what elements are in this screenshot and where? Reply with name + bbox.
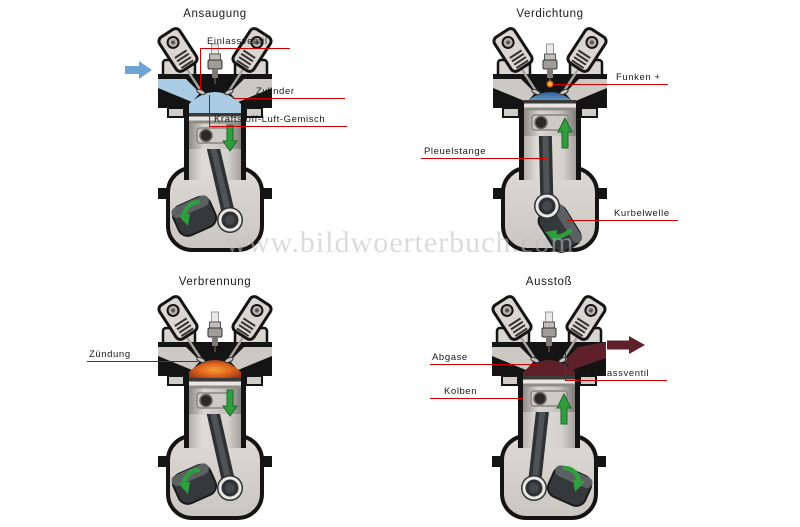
leader-line [565, 380, 667, 381]
exhaust-port [230, 79, 272, 102]
stroke-title-verbrennung: Verbrennung [178, 276, 252, 288]
leader-line [209, 95, 210, 127]
connecting-rod [527, 390, 551, 495]
intake-flow-arrow-icon [125, 61, 152, 79]
crank-rotation-arrow [178, 199, 201, 226]
leader-line [553, 84, 668, 85]
label-funken: Funken + [616, 72, 661, 83]
leader-line [233, 98, 345, 99]
leader-line [565, 352, 566, 381]
piston-motion-arrow-up [557, 116, 573, 149]
intake-port [493, 79, 535, 102]
label-zuendung: Zündung [89, 349, 131, 360]
spark-plug-icon [207, 43, 223, 84]
piston-motion-arrow-down [222, 389, 238, 417]
leader-line [430, 364, 537, 365]
stroke-title-ansaugung: Ansaugung [183, 8, 247, 20]
exhaust-flow-arrow-icon [607, 336, 645, 354]
crank-rotation-arrow [178, 467, 201, 494]
label-kraftstoff-luft-gemisch: Kraftstoff-Luft-Gemisch [214, 114, 326, 125]
leader-line [421, 158, 547, 159]
label-einlassventil: Einlassventil [207, 36, 268, 47]
leader-line [209, 126, 347, 127]
valve-assembly-right [565, 295, 607, 341]
valve-assembly-right [231, 295, 273, 341]
valve-assembly-left [492, 27, 534, 73]
leader-line [200, 48, 201, 90]
label-auslassventil: Auslassventil [586, 368, 650, 379]
exhaust-valve [224, 356, 234, 364]
combustion-flame [189, 360, 241, 378]
leader-line [200, 48, 290, 49]
intake-valve [196, 88, 206, 96]
crankshaft-big-end [217, 207, 243, 233]
engine-ansaugung [157, 27, 273, 252]
crankcase [492, 434, 606, 520]
label-kurbelwelle: Kurbelwelle [614, 208, 670, 219]
watermark-text: www.bildwoerterbuch.com [225, 226, 575, 259]
crank-rotation-arrow [545, 228, 573, 242]
crankshaft-big-end [521, 475, 547, 501]
exhaust-valve [224, 88, 234, 96]
piston-motion-arrow-up [556, 392, 572, 425]
valve-assembly-right [231, 27, 273, 73]
valve-assembly-left [157, 295, 199, 341]
exhaust-valve [559, 88, 569, 96]
stroke-title-verdichtung: Verdichtung [516, 8, 584, 20]
valve-assembly-left [157, 27, 199, 73]
leader-line [87, 361, 198, 362]
engine-verbrennung [157, 295, 273, 520]
intake-port [158, 79, 200, 102]
piston [523, 376, 575, 412]
intake-valve [530, 356, 540, 364]
fuel-air-mixture [189, 92, 241, 113]
crankshaft-big-end [534, 193, 560, 219]
engine-ausstoss [491, 295, 607, 520]
exhaust-port [230, 347, 272, 370]
intake-valve [196, 356, 206, 364]
spark-plug-icon [542, 43, 558, 84]
spark-plug-icon [541, 311, 557, 352]
intake-port [158, 347, 200, 370]
spark-plug-icon [207, 311, 223, 352]
crank-rotation-arrow [562, 465, 585, 492]
stroke-title-ausstoss: Ausstoß [525, 276, 573, 288]
label-abgase: Abgase [432, 352, 468, 363]
intake-valve [531, 88, 541, 96]
crankshaft-big-end [217, 475, 243, 501]
label-pleuelstange: Pleuelstange [424, 146, 487, 157]
leader-line [430, 398, 523, 399]
leader-line [567, 220, 678, 221]
exhaust-port [564, 342, 606, 370]
label-kolben: Kolben [444, 386, 478, 397]
valve-assembly-left [491, 295, 533, 341]
valve-assembly-right [566, 27, 608, 73]
label-zylinder: Zylinder [256, 86, 295, 97]
piston-motion-arrow-down [222, 124, 238, 152]
